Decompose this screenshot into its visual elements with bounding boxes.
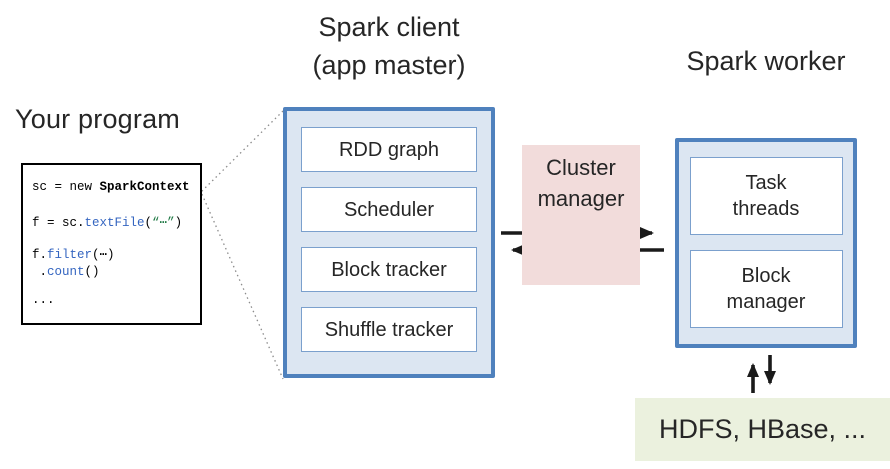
program-code-box: sc = new SparkContext f = sc.textFile(“⋯… bbox=[21, 163, 202, 325]
code-text: () bbox=[84, 265, 100, 279]
code-text: f. bbox=[32, 248, 48, 262]
code-string: “⋯” bbox=[152, 216, 175, 230]
code-text: sc = new bbox=[32, 180, 100, 194]
spark-client-box: RDD graph Scheduler Block tracker Shuffl… bbox=[283, 107, 495, 378]
code-text-bold: SparkContext bbox=[99, 180, 190, 194]
module-block-tracker: Block tracker bbox=[301, 247, 477, 292]
spark-worker-box: Task threads Block manager bbox=[675, 138, 857, 348]
storage-box: HDFS, HBase, ... bbox=[635, 398, 890, 461]
code-text: . bbox=[32, 265, 48, 279]
code-blank-line bbox=[32, 281, 200, 292]
code-text: ( bbox=[144, 216, 153, 230]
code-keyword: count bbox=[47, 265, 85, 279]
code-text: (⋯) bbox=[92, 248, 115, 262]
code-text: f = sc. bbox=[32, 216, 85, 230]
zoom-dotted-lines bbox=[200, 110, 284, 380]
your-program-title: Your program bbox=[15, 104, 180, 134]
code-text: ... bbox=[32, 293, 55, 307]
code-line-filter: f.filter(⋯) bbox=[32, 247, 200, 264]
spark-client-title: Spark client (app master) bbox=[312, 12, 466, 80]
code-blank-line bbox=[32, 232, 200, 247]
code-line-textfile: f = sc.textFile(“⋯”) bbox=[32, 215, 200, 232]
cluster-manager-box: Cluster manager bbox=[522, 145, 640, 285]
module-block-manager: Block manager bbox=[689, 250, 843, 328]
code-line-ellipsis: ... bbox=[32, 292, 200, 309]
module-rdd-graph: RDD graph bbox=[301, 127, 477, 172]
code-line-count: .count() bbox=[32, 264, 200, 281]
module-scheduler: Scheduler bbox=[301, 187, 477, 232]
spark-worker-title: Spark worker bbox=[686, 46, 846, 76]
code-text: ) bbox=[174, 216, 183, 230]
code-line-sparkcontext: sc = new SparkContext bbox=[32, 179, 200, 196]
storage-label: HDFS, HBase, ... bbox=[658, 414, 867, 444]
module-task-threads: Task threads bbox=[689, 157, 843, 235]
code-keyword: textFile bbox=[84, 216, 145, 230]
code-keyword: filter bbox=[47, 248, 93, 262]
code-blank-line bbox=[32, 196, 200, 215]
module-shuffle-tracker: Shuffle tracker bbox=[301, 307, 477, 352]
